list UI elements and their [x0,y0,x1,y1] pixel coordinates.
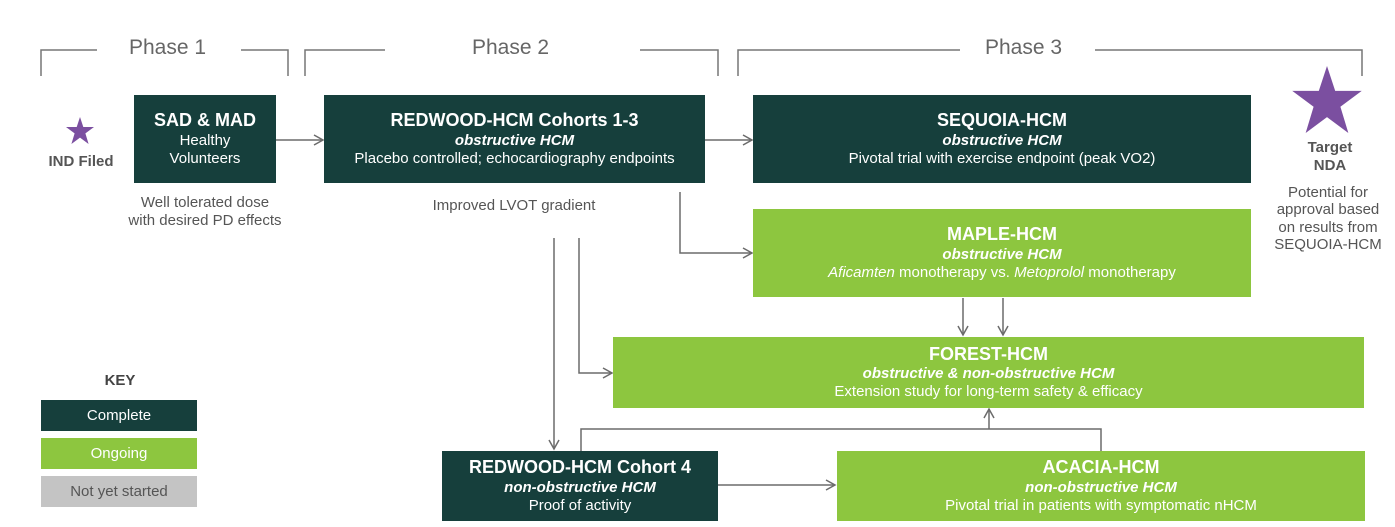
redwood-cohorts-1-3-box: REDWOOD-HCM Cohorts 1-3 obstructive HCM … [324,95,705,183]
maple-desc-mid: monotherapy vs. [894,263,1015,281]
nda-note-line1: Potential for [1287,184,1369,201]
sequoia-box: SEQUOIA-HCM obstructive HCM Pivotal tria… [753,95,1251,183]
forest-title: FOREST-HCM [929,343,1048,364]
redwood-1-3-desc: Placebo controlled; echocardiography end… [354,149,675,167]
maple-drug2: Metoprolol [1014,263,1085,281]
redwood-4-desc: Proof of activity [528,496,632,514]
maple-sub: obstructive HCM [942,245,1062,263]
acacia-desc: Pivotal trial in patients with symptomat… [945,496,1257,514]
phase-2-bracket [304,49,719,76]
forest-box: FOREST-HCM obstructive & non-obstructive… [613,337,1364,408]
maple-box: MAPLE-HCM obstructive HCM Aficamten mono… [753,209,1251,297]
redwood-1-3-sub: obstructive HCM [454,131,575,149]
nda-note: Potential for approval based on results … [1262,184,1394,253]
key-ongoing: Ongoing [41,438,197,469]
phase-2-label: Phase 2 [468,36,554,60]
sad-mad-note-line1: Well tolerated dose [140,194,270,211]
acacia-title: ACACIA-HCM [1042,457,1160,478]
nda-label-line1: Target [1307,139,1353,156]
key-complete: Complete [41,400,197,431]
acacia-sub: non-obstructive HCM [1025,478,1177,496]
sad-mad-desc-line1: Healthy [179,131,231,149]
sequoia-desc: Pivotal trial with exercise endpoint (pe… [848,149,1156,167]
nda-note-line3: on results from [1278,218,1378,236]
phase-3-bracket [737,49,1363,76]
redwood-1-3-note: Improved LVOT gradient [432,197,596,214]
arrow-redwood-to-maple [679,192,754,259]
nda-note-line4: SEQUOIA-HCM [1274,235,1382,253]
maple-title: MAPLE-HCM [947,224,1057,245]
forest-desc: Extension study for long-term safety & e… [834,383,1143,401]
key-title: KEY [104,372,136,389]
sad-mad-note-line2: with desired PD effects [128,212,282,229]
sad-mad-desc-line2: Volunteers [169,149,241,167]
maple-drug1: Aficamten [828,263,895,281]
nda-label: Target NDA [1280,139,1380,175]
ind-star-icon [66,117,94,144]
nda-star-icon [1292,66,1362,133]
arrow-cohort4-acacia-to-forest [580,409,1102,451]
arrow-redwood-to-forest [578,238,614,379]
redwood-1-3-title: REDWOOD-HCM Cohorts 1-3 [390,110,639,131]
maple-desc-end: monotherapy [1084,263,1176,281]
redwood-cohort-4-box: REDWOOD-HCM Cohort 4 non-obstructive HCM… [442,451,718,521]
phase-1-label: Phase 1 [125,36,211,60]
maple-desc: Aficamten monotherapy vs. Metoprolol mon… [828,264,1176,282]
redwood-4-title: REDWOOD-HCM Cohort 4 [469,457,691,478]
nda-note-line2: approval based [1276,201,1380,219]
ind-filed-label: IND Filed [48,153,114,170]
nda-label-line2: NDA [1313,157,1347,174]
key-not-yet-started: Not yet started [41,476,197,507]
sequoia-sub: obstructive HCM [942,131,1062,149]
sad-mad-box: SAD & MAD Healthy Volunteers [134,95,276,183]
forest-sub: obstructive & non-obstructive HCM [862,365,1115,383]
sad-mad-note: Well tolerated dose with desired PD effe… [100,194,310,230]
sequoia-title: SEQUOIA-HCM [937,110,1067,131]
acacia-box: ACACIA-HCM non-obstructive HCM Pivotal t… [837,451,1365,521]
sad-mad-title: SAD & MAD [154,110,256,131]
redwood-4-sub: non-obstructive HCM [504,478,656,496]
phase-3-label: Phase 3 [981,36,1067,60]
phase-1-bracket [40,49,289,76]
